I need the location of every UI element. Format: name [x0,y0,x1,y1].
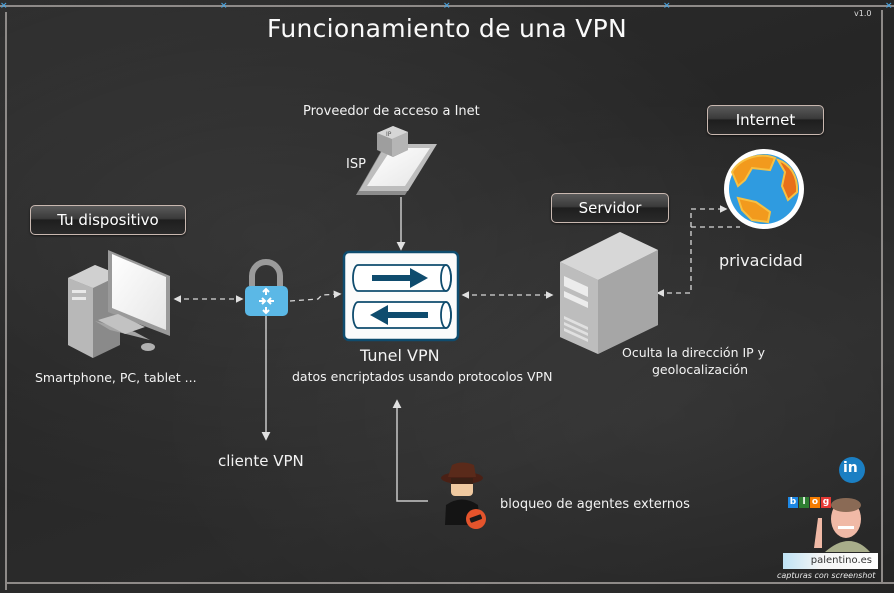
linkedin-icon[interactable] [839,457,865,483]
vpn-client-caption: cliente VPN [218,452,304,470]
site-logo[interactable]: palentino.es [783,553,878,569]
frame-left [5,12,7,590]
privacy-caption: privacidad [719,251,803,270]
linkedin-text[interactable]: in [843,460,858,476]
author-avatar-icon [814,498,870,552]
isp-router-icon: IP [356,126,437,195]
frame-marker-icon: × [443,1,451,11]
frame-marker-icon: × [220,1,228,11]
internet-label-box: Internet [707,105,824,135]
isp-caption: Proveedor de acceso a Inet [303,104,480,119]
blog-badge[interactable]: b l o g [788,497,831,508]
frame-marker-icon: × [0,1,8,11]
isp-label: ISP [346,157,366,172]
frame-bottom [6,582,894,584]
server-caption-line2: geolocalización [652,362,749,377]
vpn-client-lock-icon [245,259,288,316]
version-label: v1.0 [854,9,872,18]
server-label-box: Servidor [551,193,669,223]
blog-letter: o [810,497,820,508]
blog-letter: b [788,497,798,508]
tunnel-caption: datos encriptados usando protocolos VPN [292,369,553,384]
frame-right [881,10,883,582]
connector-client-tunnel [289,290,342,302]
desktop-computer-icon [68,250,170,358]
svg-text:IP: IP [386,131,392,138]
device-caption: Smartphone, PC, tablet ... [35,370,197,385]
tunnel-title: Tunel VPN [360,346,440,365]
diagram-title: Funcionamiento de una VPN [267,14,627,43]
server-caption-line1: Oculta la dirección IP y [622,345,766,360]
site-caption: capturas con screenshot [777,571,876,580]
frame-top [0,5,894,7]
connector-agent-tunnel [392,399,428,502]
blog-letter: l [799,497,809,508]
frame-marker-icon: × [663,1,671,11]
internet-globe-icon [724,149,804,229]
external-agent-spy-icon [441,462,486,529]
blog-letter: g [821,497,831,508]
connector-server-internet [656,205,740,297]
agent-caption: bloqueo de agentes externos [500,497,690,512]
vpn-tunnel-icon [342,250,460,342]
device-label-box: Tu dispositivo [30,205,186,235]
frame-marker-icon: × [885,1,893,11]
server-tower-icon [560,232,658,354]
